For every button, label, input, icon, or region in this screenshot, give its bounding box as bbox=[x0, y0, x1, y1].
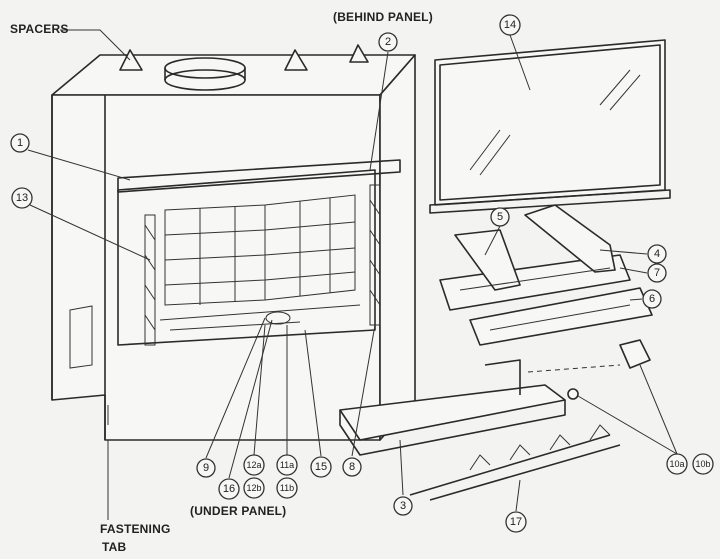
callout-8: 8 bbox=[342, 457, 362, 477]
behind-panel-label: (BEHIND PANEL) bbox=[333, 10, 433, 24]
svg-text:9: 9 bbox=[203, 462, 209, 474]
callout-17: 17 bbox=[505, 511, 527, 533]
callout-10a: 10a bbox=[666, 453, 688, 475]
svg-text:11b: 11b bbox=[280, 483, 294, 493]
callout-6: 6 bbox=[642, 289, 662, 309]
svg-text:7: 7 bbox=[654, 267, 660, 279]
svg-text:13: 13 bbox=[16, 192, 28, 204]
callout-11b: 11b bbox=[276, 477, 298, 499]
callout-5: 5 bbox=[490, 207, 510, 227]
fastening-tab-label-line1: FASTENING bbox=[100, 522, 171, 536]
svg-text:8: 8 bbox=[349, 461, 355, 473]
svg-text:16: 16 bbox=[223, 483, 235, 495]
callout-2: 2 bbox=[378, 32, 398, 52]
svg-text:4: 4 bbox=[654, 248, 660, 260]
svg-text:14: 14 bbox=[504, 19, 516, 31]
callout-15: 15 bbox=[310, 456, 332, 478]
firebox bbox=[51, 44, 416, 441]
spacers-label: SPACERS bbox=[10, 22, 69, 36]
svg-text:12a: 12a bbox=[246, 460, 261, 470]
svg-text:12b: 12b bbox=[246, 483, 261, 493]
svg-text:5: 5 bbox=[497, 211, 503, 223]
fastening-tab-label-line2: TAB bbox=[102, 540, 127, 554]
under-panel-label: (UNDER PANEL) bbox=[190, 504, 287, 518]
svg-text:10b: 10b bbox=[695, 459, 710, 469]
callout-1: 1 bbox=[10, 133, 30, 153]
logs bbox=[439, 204, 653, 346]
svg-text:2: 2 bbox=[385, 36, 391, 48]
callout-9: 9 bbox=[196, 458, 216, 478]
callout-11a: 11a bbox=[276, 454, 298, 476]
parts bbox=[339, 339, 651, 501]
callout-3: 3 bbox=[393, 496, 413, 516]
callout-7: 7 bbox=[647, 263, 667, 283]
svg-text:1: 1 bbox=[17, 137, 23, 149]
callout-16: 16 bbox=[218, 478, 240, 500]
svg-text:3: 3 bbox=[400, 500, 406, 512]
glass-door bbox=[429, 39, 671, 214]
callout-13: 13 bbox=[11, 187, 33, 209]
svg-text:17: 17 bbox=[510, 516, 522, 528]
callout-12a: 12a bbox=[243, 454, 265, 476]
svg-text:15: 15 bbox=[315, 461, 327, 473]
svg-text:11a: 11a bbox=[280, 460, 294, 470]
svg-text:6: 6 bbox=[649, 293, 655, 305]
callout-12b: 12b bbox=[243, 477, 265, 499]
svg-text:10a: 10a bbox=[669, 459, 684, 469]
callout-14: 14 bbox=[499, 14, 521, 36]
leader-lines bbox=[27, 29, 678, 520]
callout-10b: 10b bbox=[692, 453, 714, 475]
callout-4: 4 bbox=[647, 244, 667, 264]
